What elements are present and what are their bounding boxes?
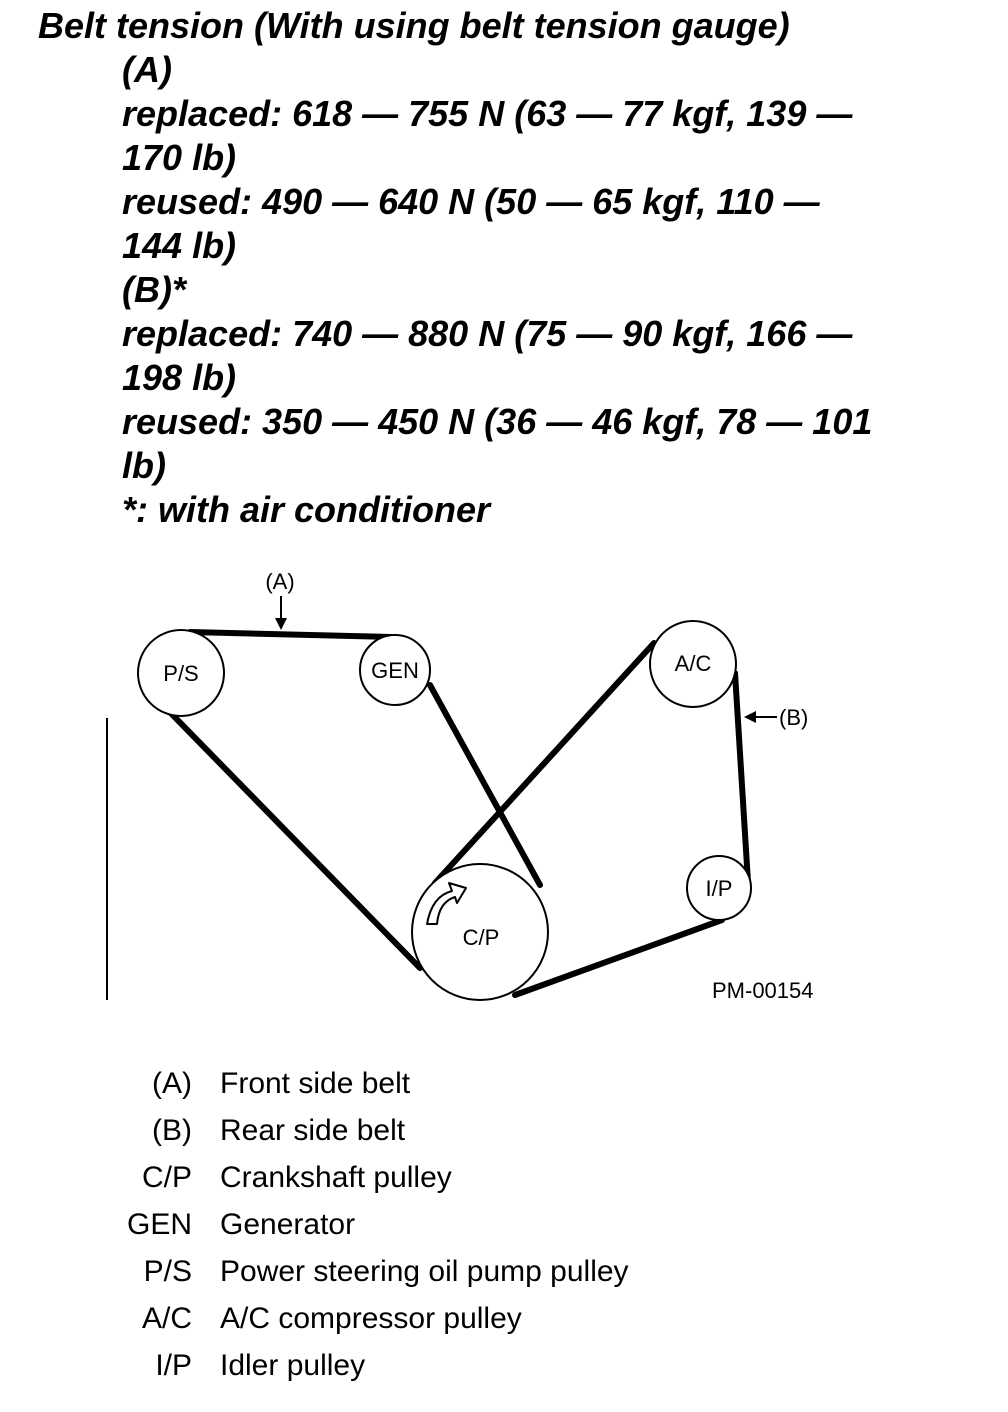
legend-description: Generator	[220, 1208, 356, 1241]
curved-arrow-icon	[426, 882, 467, 925]
legend-description: A/C compressor pulley	[220, 1302, 522, 1335]
legend-item: P/S Power steering oil pump pulley	[100, 1248, 629, 1295]
legend-description: Rear side belt	[220, 1114, 406, 1147]
legend-code: I/P	[155, 1349, 192, 1382]
belt-b-ip-cp	[512, 917, 725, 998]
legend: (A) Front side belt (B) Rear side belt C…	[100, 1060, 629, 1389]
legend-code: A/C	[141, 1302, 192, 1335]
legend-code: (A)	[152, 1067, 192, 1100]
legend-description: Front side belt	[220, 1067, 411, 1100]
callout-belt-b-label: (B)	[779, 705, 808, 730]
spec-line-b-replaced: replaced: 740 — 880 N (75 — 90 kgf, 166 …	[122, 313, 853, 354]
spec-heading: Belt tension (With using belt tension ga…	[38, 5, 790, 46]
pulley-ac-label: A/C	[675, 651, 712, 676]
legend-item: I/P Idler pulley	[100, 1342, 629, 1389]
spec-line-a-replaced: replaced: 618 — 755 N (63 — 77 kgf, 139 …	[122, 93, 853, 134]
callout-belt-a-label: (A)	[265, 569, 294, 594]
spec-line-a-reused: reused: 490 — 640 N (50 — 65 kgf, 110 —	[122, 181, 820, 222]
legend-item: (B) Rear side belt	[100, 1107, 629, 1154]
spec-line-b-reused-cont: lb)	[122, 445, 166, 486]
pulley-gen-label: GEN	[371, 658, 419, 683]
legend-code: GEN	[126, 1208, 192, 1241]
callout-belt-a: (A)	[265, 569, 295, 630]
legend-code: (B)	[152, 1114, 192, 1147]
belt-a-ps-gen	[187, 629, 395, 640]
front-side-belt	[155, 629, 543, 971]
pulley-ps-label: P/S	[163, 661, 198, 686]
legend-item: A/C A/C compressor pulley	[100, 1295, 629, 1342]
rear-side-belt	[432, 640, 751, 998]
belt-b-ac-ip	[732, 670, 751, 885]
callout-belt-b: (B)	[744, 705, 808, 730]
legend-description: Power steering oil pump pulley	[220, 1255, 629, 1288]
spec-line-b-reused: reused: 350 — 450 N (36 — 46 kgf, 78 — 1…	[122, 401, 873, 442]
arrow-left-icon	[744, 711, 756, 723]
spec-line-a-reused-cont: 144 lb)	[122, 225, 237, 266]
figure-id: PM-00154	[712, 978, 814, 1003]
belt-a-cp-ps	[155, 697, 423, 971]
spec-line-a-replaced-cont: 170 lb)	[122, 137, 237, 178]
pulley-ac-circle	[649, 620, 737, 708]
spec-body: (A) replaced: 618 — 755 N (63 — 77 kgf, …	[122, 48, 922, 532]
legend-description: Crankshaft pulley	[220, 1161, 452, 1194]
spec-line-belt-a: (A)	[122, 49, 172, 90]
legend-item: (A) Front side belt	[100, 1060, 629, 1107]
legend-code: C/P	[141, 1161, 192, 1194]
pulley-ip-circle	[686, 855, 752, 921]
arrow-down-icon	[275, 618, 287, 630]
pulley-ip: I/P	[686, 855, 752, 921]
pulley-cp: C/P	[411, 863, 549, 1001]
spec-line-belt-b: (B)*	[122, 269, 186, 310]
pulley-ps-circle	[137, 629, 225, 717]
pulley-cp-label: C/P	[463, 925, 500, 950]
spec-footnote: *: with air conditioner	[122, 489, 491, 530]
pulley-gen-circle	[359, 634, 431, 706]
belt-a-gen-cp	[427, 682, 543, 888]
legend-item: GEN Generator	[100, 1201, 629, 1248]
belt-routing-diagram: P/S GEN A/C I/P C/P (A) (B) PM-00154	[106, 569, 814, 1003]
pulley-ip-label: I/P	[706, 876, 733, 901]
pulley-gen: GEN	[359, 634, 431, 706]
legend-description: Idler pulley	[220, 1349, 366, 1382]
pulley-ac: A/C	[649, 620, 737, 708]
pulley-ps: P/S	[137, 629, 225, 717]
belt-b-cp-ac	[432, 640, 657, 886]
legend-code: P/S	[143, 1255, 192, 1288]
legend-item: C/P Crankshaft pulley	[100, 1154, 629, 1201]
spec-line-b-replaced-cont: 198 lb)	[122, 357, 237, 398]
